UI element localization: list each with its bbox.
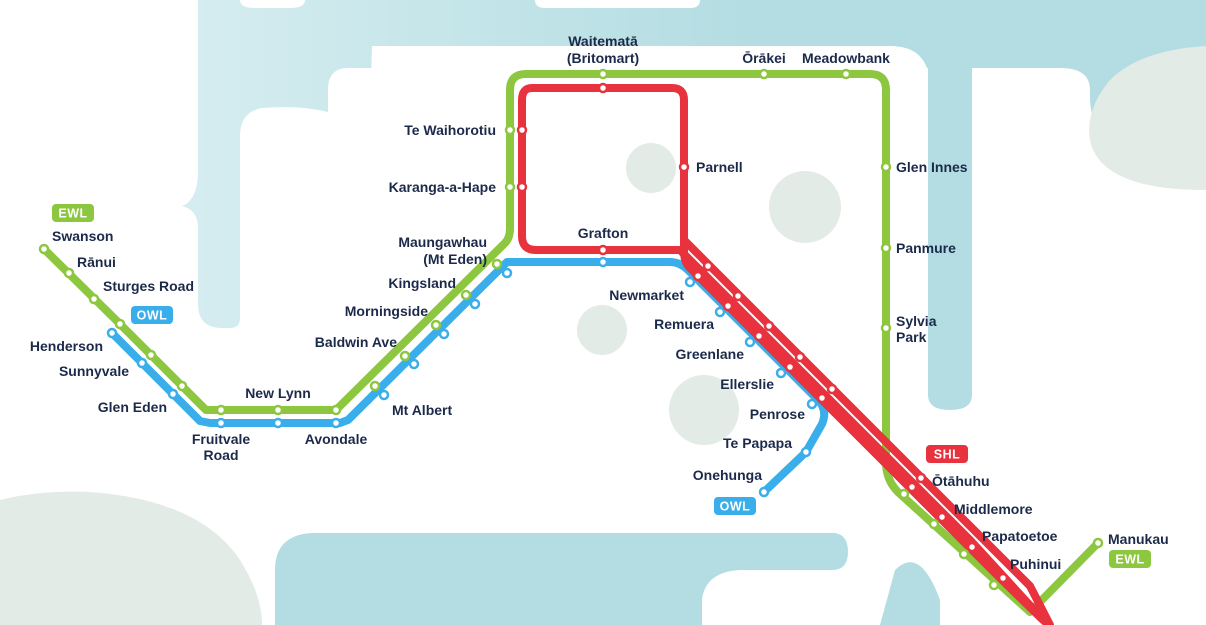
water-harbour (182, 0, 1206, 625)
station-label-puhinui: Puhinui (1010, 556, 1061, 572)
station-labels: Swanson Rānui Sturges Road Henderson Sun… (30, 33, 1169, 572)
station-label-middlemore: Middlemore (954, 501, 1033, 517)
svg-text:EWL: EWL (1115, 553, 1144, 567)
svg-text:SHL: SHL (934, 448, 961, 462)
station-label-ranui: Rānui (77, 254, 116, 270)
station-label-otahuhu: Ōtāhuhu (932, 472, 990, 489)
svg-text:OWL: OWL (720, 500, 751, 514)
station-label-waitemata-2: (Britomart) (567, 50, 639, 66)
station-label-orakei: Ōrākei (742, 49, 786, 66)
station-label-sylvia-park-2: Park (896, 329, 927, 345)
station-label-maungawhau-1: Maungawhau (398, 234, 487, 250)
station-label-greenlane: Greenlane (676, 346, 745, 362)
station-label-sylvia-park-1: Sylvia (896, 313, 937, 329)
station-label-sturges-road: Sturges Road (103, 278, 194, 294)
owl-badge-south: OWL (714, 497, 756, 515)
station-label-sunnyvale: Sunnyvale (59, 363, 129, 379)
station-label-morningside: Morningside (345, 303, 428, 319)
station-label-manukau: Manukau (1108, 531, 1169, 547)
station-dots (38, 68, 1104, 591)
station-label-avondale: Avondale (305, 431, 368, 447)
station-label-waitemata-1: Waitematā (568, 33, 638, 49)
station-label-fruitvale-road-1: Fruitvale (192, 431, 251, 447)
station-label-remuera: Remuera (654, 316, 714, 332)
station-label-new-lynn: New Lynn (245, 385, 311, 401)
station-label-kingsland: Kingsland (388, 275, 456, 291)
ewl-badge-west: EWL (52, 204, 94, 222)
station-label-onehunga: Onehunga (693, 467, 762, 483)
owl-badge-west: OWL (131, 306, 173, 324)
station-label-penrose: Penrose (750, 406, 805, 422)
station-label-swanson: Swanson (52, 228, 113, 244)
station-label-baldwin-ave: Baldwin Ave (315, 334, 397, 350)
parks (0, 46, 1206, 625)
line-ewl (40, 70, 1102, 616)
station-label-te-papapa: Te Papapa (723, 435, 792, 451)
ewl-badge-east: EWL (1109, 550, 1151, 568)
station-label-panmure: Panmure (896, 240, 956, 256)
svg-text:EWL: EWL (58, 207, 87, 221)
station-label-henderson: Henderson (30, 338, 103, 354)
shl-badge: SHL (926, 445, 968, 463)
station-label-maungawhau-2: (Mt Eden) (423, 251, 487, 267)
station-label-glen-innes: Glen Innes (896, 159, 968, 175)
station-label-grafton: Grafton (578, 225, 629, 241)
station-label-mt-albert: Mt Albert (392, 402, 452, 418)
station-label-newmarket: Newmarket (609, 287, 684, 303)
station-label-ellerslie: Ellerslie (720, 376, 774, 392)
station-label-te-waihorotiu: Te Waihorotiu (404, 122, 496, 138)
svg-text:OWL: OWL (137, 309, 168, 323)
station-label-meadowbank: Meadowbank (802, 50, 890, 66)
station-label-glen-eden: Glen Eden (98, 399, 167, 415)
station-label-papatoetoe: Papatoetoe (982, 528, 1058, 544)
station-label-parnell: Parnell (696, 159, 743, 175)
station-label-fruitvale-road-2: Road (204, 447, 239, 463)
station-label-karanga-a-hape: Karanga-a-Hape (389, 179, 497, 195)
